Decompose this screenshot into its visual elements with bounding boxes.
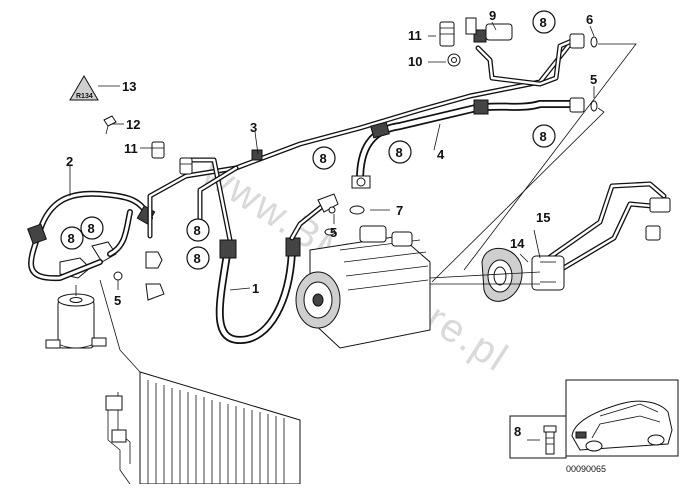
callout-6: 6	[586, 12, 593, 27]
hose-2	[27, 190, 156, 282]
leader-lines	[69, 21, 595, 441]
callout-8-e: 8	[88, 221, 95, 236]
receiver-dryer	[45, 241, 121, 351]
callout-8-b: 8	[540, 129, 547, 144]
guide-line-1	[463, 43, 637, 271]
image-code: 00090065	[566, 464, 606, 474]
callout-8-h: 8	[194, 251, 201, 266]
callout-10: 10	[408, 54, 422, 69]
condenser	[105, 349, 301, 485]
callout-9: 9	[489, 8, 496, 23]
upper-fittings	[439, 17, 598, 113]
callout-5-left: 5	[114, 293, 121, 308]
seal-ring-5	[324, 228, 336, 236]
callout-14: 14	[510, 236, 525, 251]
circled-callouts: 8 8 8 8 8 8 8 8	[60, 10, 556, 270]
callout-8-inset: 8	[514, 424, 521, 439]
vehicle-inset	[509, 379, 679, 459]
callout-5-center: 5	[330, 225, 337, 240]
seal-ring-7	[349, 205, 365, 215]
callout-4: 4	[437, 147, 445, 162]
hose-4	[351, 99, 574, 189]
callout-11-left: 11	[124, 141, 138, 156]
callout-13: 13	[122, 79, 136, 94]
callout-2: 2	[66, 154, 73, 169]
callouts: 2 3 4 1 7 13 12 11 11 10 9 6 5 5 5 15 14…	[66, 8, 597, 439]
callout-8-c: 8	[396, 145, 403, 160]
callout-11-top: 11	[408, 28, 422, 43]
bulkhead-pipes	[429, 181, 671, 302]
callout-1: 1	[252, 281, 259, 296]
callout-8-f: 8	[68, 231, 75, 246]
callout-8-g: 8	[194, 223, 201, 238]
callout-12: 12	[126, 117, 140, 132]
callout-3: 3	[250, 120, 257, 135]
ac-compressor	[295, 193, 431, 349]
hose-1	[215, 197, 333, 344]
callout-15: 15	[536, 210, 550, 225]
callout-8-d: 8	[320, 151, 327, 166]
small-parts-left: R134	[69, 75, 193, 301]
svg-text:R134: R134	[76, 93, 93, 100]
guide-line-2	[431, 107, 605, 283]
callout-8-a: 8	[540, 15, 547, 30]
callout-5-right: 5	[590, 72, 597, 87]
callout-7: 7	[396, 203, 403, 218]
